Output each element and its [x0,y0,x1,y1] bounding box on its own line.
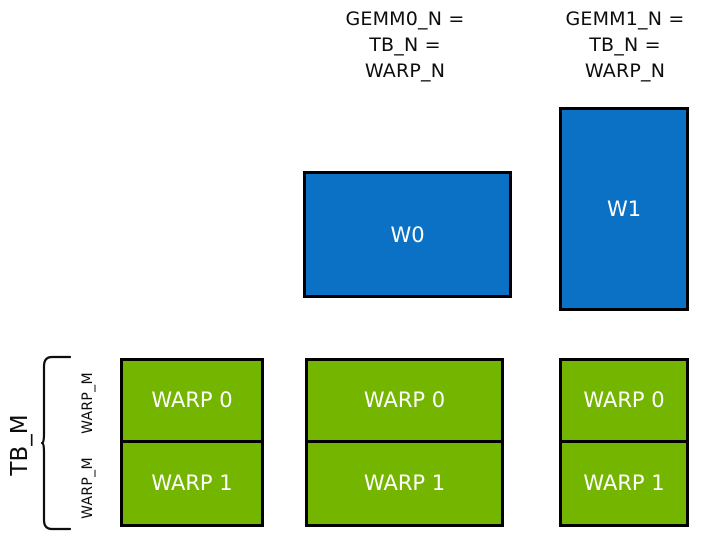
blue-tile-w1: W1 [559,107,689,311]
column-header-gemm0: GEMM0_N = TB_N = WARP_N [345,8,465,82]
column-header-gemm1: GEMM1_N = TB_N = WARP_N [565,8,685,82]
blue-tile-w0: W0 [303,171,512,298]
green-cell-label: WARP 1 [363,471,446,496]
axis-label-tb-m: TB_M [7,414,33,476]
green-cell-label: WARP 0 [151,388,233,413]
blue-tile-w0-label: W0 [390,222,425,247]
axis-label-warp-m-top: WARP_M [80,372,96,434]
green-cell-label: WARP 1 [151,471,233,496]
green-cell-col1-warp0: WARP 0 [308,361,501,443]
brace-icon [40,355,72,531]
blue-tile-w1-label: W1 [606,197,642,221]
green-cell-label: WARP 1 [583,471,665,496]
green-cell-label: WARP 0 [363,388,446,413]
green-cell-col2-warp1: WARP 1 [562,443,686,525]
green-column-2: WARP 0 WARP 1 [559,358,689,527]
green-cell-label: WARP 0 [583,388,665,413]
green-column-1: WARP 0 WARP 1 [305,358,504,527]
green-cell-col2-warp0: WARP 0 [562,361,686,443]
green-column-0: WARP 0 WARP 1 [120,358,264,527]
axis-label-warp-m-bottom: WARP_M [80,457,96,519]
green-cell-col0-warp1: WARP 1 [123,443,261,525]
green-cell-col1-warp1: WARP 1 [308,443,501,525]
green-cell-col0-warp0: WARP 0 [123,361,261,443]
